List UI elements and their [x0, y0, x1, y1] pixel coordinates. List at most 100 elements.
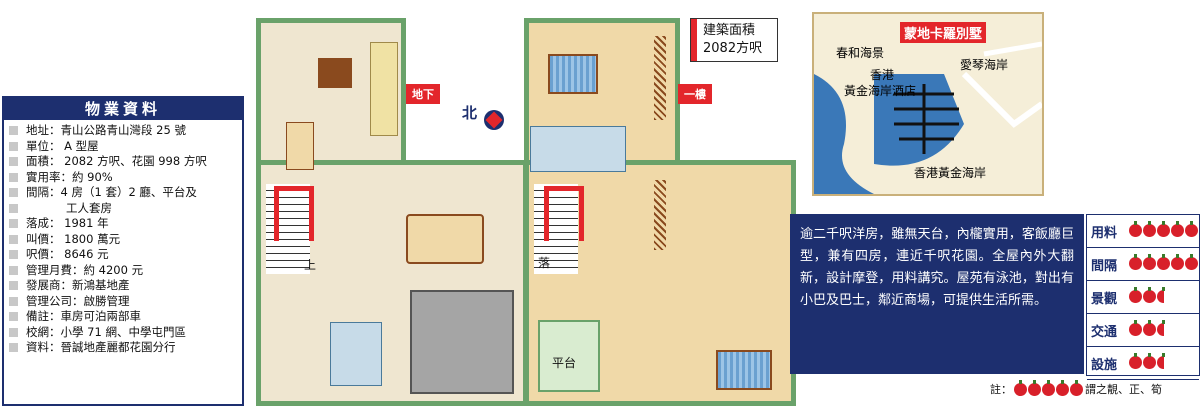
- apple-icon: [1185, 221, 1198, 237]
- first-floor-tag: 一樓: [678, 84, 712, 104]
- apple-icon: [1129, 254, 1142, 270]
- rating-row: 交通: [1087, 314, 1199, 347]
- wardrobe-2: [654, 180, 666, 250]
- apple-icon: [1129, 320, 1142, 336]
- apple-icon: [1014, 379, 1027, 396]
- stair-arrow: [274, 186, 314, 241]
- info-row: 實用率：約 90%: [4, 170, 242, 186]
- bed-2: [716, 350, 772, 390]
- rating-label: 間隔: [1091, 259, 1118, 274]
- rating-note: 註： 謂之靚、正、筍: [990, 378, 1162, 400]
- apple-icon: [1171, 221, 1184, 237]
- wardrobe-1: [654, 36, 666, 120]
- rating-label: 景觀: [1091, 292, 1118, 307]
- apple-icon: [1143, 353, 1156, 369]
- rating-row: 設施: [1087, 347, 1199, 380]
- kitchen: [410, 290, 514, 394]
- map-label: 黃金海岸酒店: [844, 84, 917, 98]
- coffee-table: [318, 58, 352, 88]
- rating-row: 用料: [1087, 215, 1199, 248]
- info-row: 發展商：新鴻基地產: [4, 278, 242, 294]
- terrace-label: 平台: [552, 356, 577, 370]
- stair-ground: [266, 184, 310, 274]
- north-compass: 北: [462, 100, 512, 136]
- info-row: 管理月費：約 4200 元: [4, 263, 242, 279]
- rating-apples: [1129, 221, 1198, 240]
- apple-icon: [1185, 254, 1198, 270]
- rating-row: 景觀: [1087, 281, 1199, 314]
- info-title: 物業資料: [4, 98, 242, 120]
- info-row: 單位： A 型屋: [4, 139, 242, 155]
- dining-table: [406, 214, 484, 264]
- map-title: 蒙地卡羅別墅: [900, 22, 987, 43]
- half-apple-icon: [1157, 320, 1165, 336]
- info-row: 叫價： 1800 萬元: [4, 232, 242, 248]
- terrace: [538, 320, 600, 392]
- ratings-panel: 用料間隔景觀交通設施: [1086, 214, 1200, 380]
- compass-icon: [484, 110, 504, 130]
- property-info-panel: 物業資料 地址：青山公路青山灣段 25 號 單位： A 型屋 面積： 2082 …: [2, 96, 244, 406]
- rating-apples: [1129, 320, 1165, 339]
- note-prefix: 註：: [990, 383, 1012, 396]
- building-area-box: 建築面積 2082方呎: [690, 18, 778, 62]
- down-label: 落: [538, 256, 551, 270]
- map-label: 香港: [870, 68, 895, 82]
- info-row: 資料：晉誠地產麗都花園分行: [4, 340, 242, 356]
- bathroom-first: [530, 126, 626, 172]
- compass-needle-icon: [485, 111, 503, 129]
- stair-first: [534, 184, 578, 274]
- location-map: 蒙地卡羅別墅 春和海景 香港 黃金海岸酒店 愛琴海岸 香港黃金海岸: [812, 12, 1044, 196]
- apple-icon: [1143, 221, 1156, 237]
- map-label: 愛琴海岸: [960, 58, 1009, 72]
- map-graphic: [814, 41, 1042, 194]
- apple-icon: [1042, 379, 1055, 396]
- info-row: 落成： 1981 年: [4, 216, 242, 232]
- rating-apples: [1129, 254, 1198, 273]
- info-rows: 地址：青山公路青山灣段 25 號 單位： A 型屋 面積： 2082 方呎、花園…: [4, 120, 242, 356]
- review-panel: 逾二千呎洋房，雖無天台，內櫳實用，客飯廳巨型，兼有四房，連近千呎花園。全屋內外大…: [790, 214, 1084, 374]
- dining-chairs-left: [286, 122, 314, 170]
- apple-icon: [1129, 353, 1142, 369]
- map-label: 香港黃金海岸: [914, 166, 987, 180]
- info-row: 面積： 2082 方呎、花園 998 方呎: [4, 154, 242, 170]
- rating-label: 設施: [1091, 358, 1118, 373]
- apple-icon: [1157, 221, 1170, 237]
- apple-icon: [1171, 254, 1184, 270]
- info-row: 間隔：4 房（1 套）2 廳、平台及: [4, 185, 242, 201]
- north-label: 北: [462, 104, 478, 122]
- stair-arrow-down: [544, 186, 584, 241]
- info-row-continued: 工人套房: [4, 201, 242, 217]
- apple-icon: [1143, 254, 1156, 270]
- sofa: [370, 42, 398, 136]
- area-value: 2082方呎: [703, 41, 763, 56]
- apple-icon: [1129, 221, 1142, 237]
- area-label: 建築面積: [703, 23, 756, 38]
- area-accent-bar: [691, 19, 697, 61]
- apple-icon: [1143, 320, 1156, 336]
- info-row: 呎價： 8646 元: [4, 247, 242, 263]
- info-row: 地址：青山公路青山灣段 25 號: [4, 123, 242, 139]
- apple-icon: [1070, 379, 1083, 396]
- half-apple-icon: [1157, 353, 1165, 369]
- apple-icon: [1143, 287, 1156, 303]
- rating-label: 用料: [1091, 226, 1118, 241]
- up-label: 上: [304, 258, 317, 272]
- rating-row: 間隔: [1087, 248, 1199, 281]
- rating-apples: [1129, 353, 1165, 372]
- note-suffix: 謂之靚、正、筍: [1085, 383, 1162, 396]
- map-label: 春和海景: [836, 46, 885, 60]
- apple-icon: [1056, 379, 1069, 396]
- apple-icon: [1028, 379, 1041, 396]
- area-text: 建築面積 2082方呎: [703, 22, 762, 58]
- rating-label: 交通: [1091, 325, 1118, 340]
- apple-icon: [1129, 287, 1142, 303]
- review-text: 逾二千呎洋房，雖無天台，內櫳實用，客飯廳巨型，兼有四房，連近千呎花園。全屋內外大…: [800, 227, 1074, 308]
- apple-icon: [1157, 254, 1170, 270]
- info-row: 校網：小學 71 網、中學屯門區: [4, 325, 242, 341]
- bathroom-ground: [330, 322, 382, 386]
- ground-floor-tag: 地下: [406, 84, 440, 104]
- info-row: 備註：車房可泊兩部車: [4, 309, 242, 325]
- rating-apples: [1129, 287, 1165, 306]
- note-apples: [1014, 379, 1083, 396]
- bed-1: [548, 54, 598, 94]
